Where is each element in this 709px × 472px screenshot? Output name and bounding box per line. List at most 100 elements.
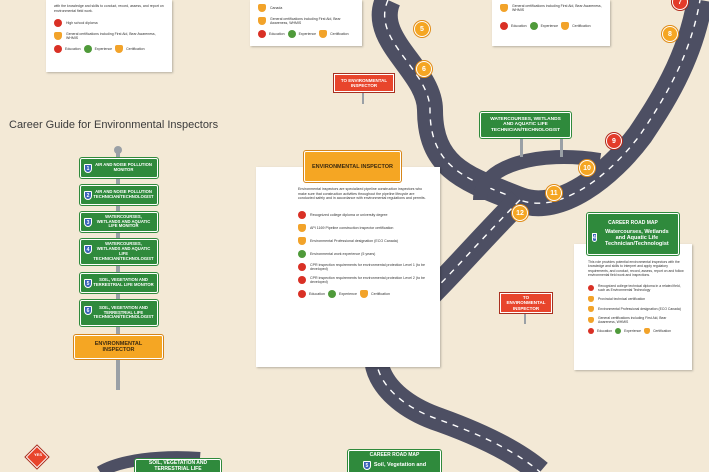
certification-icon <box>298 224 306 233</box>
experience-icon <box>327 290 336 299</box>
card-requirement: Environmental work experience (5 years) <box>298 250 426 259</box>
career-road-map-card: This role provides potential environment… <box>574 244 692 370</box>
card-requirement: CPR inspection requirements for environm… <box>298 263 426 272</box>
signpost-item-soil-technician[interactable]: 6 Soil, Vegetation and Terrestrial Life … <box>79 299 159 327</box>
education-icon <box>298 211 306 220</box>
card-requirement: Recognized college technical diploma in … <box>588 284 684 292</box>
education-icon <box>298 290 306 299</box>
experience-icon <box>529 22 538 30</box>
to-environmental-inspector-sign[interactable]: To Environmental Inspector <box>499 292 553 314</box>
certification-icon <box>298 237 306 246</box>
card-description: Environmental inspectors are specialized… <box>298 187 426 201</box>
career-road-map-header[interactable]: Career Road Map 4 Watercourses, Wetlands… <box>586 212 680 256</box>
top-right-career-card: General certifications including First A… <box>492 0 610 46</box>
experience-icon <box>298 250 306 259</box>
bottom-career-road-map-header[interactable]: Career Road Map 5 Soil, Vegetation and <box>347 449 442 472</box>
certification-icon <box>319 30 328 38</box>
card-legend: Education Experience Certification <box>588 327 684 334</box>
top-left-career-card: with the knowledge and skills to conduct… <box>46 0 172 72</box>
road-map-subtitle: Watercourses, Wetlands and Aquatic Life … <box>605 228 669 247</box>
road-marker-12[interactable]: 12 <box>512 205 528 221</box>
card-requirement: Canada <box>258 4 354 12</box>
card-requirement: Environmental Professional designation (… <box>588 305 684 312</box>
certification-icon <box>644 327 651 334</box>
page-title: Career Guide for Environmental Inspector… <box>9 119 219 131</box>
card-requirement: CPR inspection requirements for environm… <box>298 276 426 285</box>
road-map-title: Career Road Map <box>369 452 420 458</box>
experience-icon <box>83 45 92 54</box>
loop-road <box>473 150 602 201</box>
signpost-item-air-noise-monitor[interactable]: 1 Air and Noise Pollution Monitor <box>79 157 159 179</box>
experience-icon <box>287 30 296 38</box>
certification-icon <box>54 32 62 41</box>
card-legend: Education Experience Certification <box>258 30 354 38</box>
certification-icon <box>588 295 594 302</box>
environmental-inspector-card-header[interactable]: Environmental Inspector <box>303 150 402 183</box>
signpost-item-label: Watercourses, Wetlands and Aquatic Life … <box>96 213 151 229</box>
education-icon <box>298 263 306 272</box>
step-number-badge: 3 <box>84 218 92 227</box>
card-legend: Education Experience Certification <box>500 22 602 30</box>
certification-icon <box>588 305 594 312</box>
card-requirement: High school diploma <box>54 19 164 28</box>
signpost-pole <box>116 150 120 390</box>
card-requirement: API 1169 Pipeline construction inspector… <box>298 224 426 233</box>
card-requirement: General certifications including First A… <box>54 32 164 41</box>
road-marker-5[interactable]: 5 <box>414 21 430 37</box>
step-number-badge: 5 <box>362 460 371 470</box>
step-number-badge: 2 <box>84 191 92 200</box>
card-requirement: General certifications including First A… <box>258 17 354 25</box>
education-icon <box>54 45 62 54</box>
card-legend: Education Experience Certification <box>54 45 164 54</box>
step-number-badge: 5 <box>84 279 92 288</box>
signpost-item-soil-monitor[interactable]: 5 Soil, Vegetation and Terrestrial Life … <box>79 272 159 294</box>
signpost-item-air-noise-technician[interactable]: 2 Air and Noise Pollution Technician/Tec… <box>79 184 159 206</box>
certification-icon <box>258 4 266 12</box>
step-number-badge: 4 <box>592 233 597 243</box>
education-icon <box>298 276 306 285</box>
step-number-badge: 6 <box>84 306 92 315</box>
road-map-title: Career Road Map <box>608 220 658 227</box>
card-requirement: General certifications including First A… <box>588 316 684 324</box>
signpost-current-environmental-inspector[interactable]: Environmental Inspector <box>73 334 164 360</box>
road-marker-8[interactable]: 8 <box>662 26 678 42</box>
signpost-item-watercourses-monitor[interactable]: 3 Watercourses, Wetlands and Aquatic Lif… <box>79 211 159 233</box>
signpost-item-label: Soil, Vegetation and Terrestrial Life Mo… <box>93 277 154 287</box>
education-icon <box>54 19 62 28</box>
signpost-item-label: Soil, Vegetation and Terrestrial Life Te… <box>93 304 154 320</box>
card-legend: Education Experience Certification <box>298 290 426 299</box>
card-requirement: Environmental Professional designation (… <box>298 237 426 246</box>
signpost-item-label: Watercourses, Wetlands and Aquatic Life … <box>93 241 154 261</box>
yield-sign-label: YES <box>33 452 42 457</box>
card-requirement: General certifications including First A… <box>500 4 602 12</box>
certification-icon <box>500 4 508 12</box>
to-environmental-inspector-sign[interactable]: To Environmental Inspector <box>333 73 395 93</box>
card-description: with the knowledge and skills to conduct… <box>54 4 164 13</box>
certification-icon <box>588 316 594 323</box>
signpost-item-watercourses-technician[interactable]: 4 Watercourses, Wetlands and Aquatic Lif… <box>79 238 159 266</box>
certification-icon <box>359 290 368 299</box>
road-marker-10[interactable]: 10 <box>579 160 595 176</box>
experience-icon <box>615 327 622 334</box>
education-icon <box>588 284 594 291</box>
signpost-item-label: Air and Noise Pollution Monitor <box>95 162 152 172</box>
environmental-inspector-card: Environmental inspectors are specialized… <box>256 167 440 367</box>
road-marker-9[interactable]: 9 <box>606 133 622 149</box>
education-icon <box>588 327 594 334</box>
step-number-badge: 4 <box>84 245 92 254</box>
education-icon <box>500 22 508 30</box>
certification-icon <box>115 45 124 54</box>
step-number-badge: 1 <box>84 164 92 173</box>
top-middle-career-card: Canada General certifications including … <box>250 0 362 46</box>
road-map-subtitle: Soil, Vegetation and <box>373 462 427 469</box>
card-requirement: Provincial technical certification <box>588 295 684 302</box>
signpost-item-label: Air and Noise Pollution Technician/Techn… <box>93 189 154 199</box>
certification-icon <box>258 17 266 25</box>
card-description: This role provides potential environment… <box>588 260 684 278</box>
education-icon <box>258 30 266 38</box>
certification-icon <box>561 22 570 30</box>
soil-vegetation-sign[interactable]: Soil, Vegetation and Terrestrial Life <box>134 458 222 472</box>
road-marker-11[interactable]: 11 <box>546 185 562 201</box>
watercourses-technician-sign[interactable]: Watercourses, Wetlands and Aquatic Life … <box>479 111 572 139</box>
road-marker-6[interactable]: 6 <box>416 61 432 77</box>
